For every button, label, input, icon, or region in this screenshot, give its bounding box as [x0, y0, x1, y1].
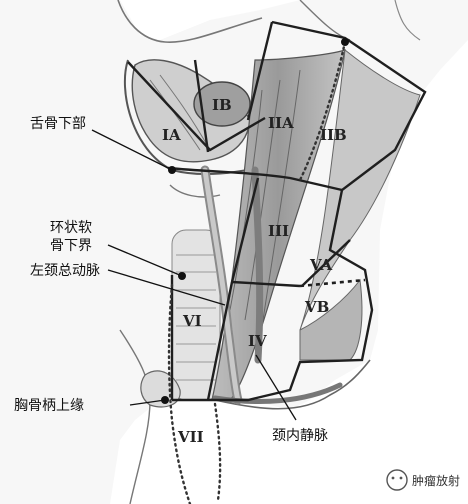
zone-label-VI: VI: [182, 312, 202, 330]
submandibular-region: [131, 59, 251, 163]
zone-label-III: III: [268, 222, 289, 240]
zone-label-IV: IV: [248, 332, 267, 350]
mastoid-point: [341, 38, 349, 46]
zone-label-IB: IB: [212, 96, 232, 114]
wechat-icon: [386, 469, 408, 491]
submandibular-gland: [193, 81, 251, 127]
watermark-text: 肿瘤放射: [412, 473, 460, 488]
dotted-boundaries: [167, 40, 347, 504]
zone-label-VB: VB: [304, 298, 329, 316]
callout-left-carotid: 左颈总动脉: [30, 263, 100, 279]
jugular-vein: [251, 166, 264, 364]
neck-vessels: [200, 165, 264, 405]
callout-hyoid-lower: 舌骨下部: [30, 116, 86, 132]
zone-label-IA: IA: [162, 126, 181, 144]
zone-label-VII: VII: [177, 428, 204, 446]
zone-label-IIB: IIB: [320, 126, 347, 144]
va-vb-dashed-boundary: [299, 278, 366, 288]
callout-manubrium-upper: 胸骨柄上缘: [14, 398, 84, 414]
callout-internal-jugular: 颈内静脉: [272, 428, 328, 444]
callout-cricoid-line1: 环状软: [50, 220, 92, 236]
zone-label-VA: VA: [309, 256, 332, 274]
watermark: 肿瘤放射: [386, 469, 460, 491]
zone-label-IIA: IIA: [268, 114, 294, 132]
leader-lines: [91, 129, 297, 421]
callout-cricoid-line2: 骨下界: [50, 238, 92, 254]
level-boundaries: [127, 20, 427, 402]
